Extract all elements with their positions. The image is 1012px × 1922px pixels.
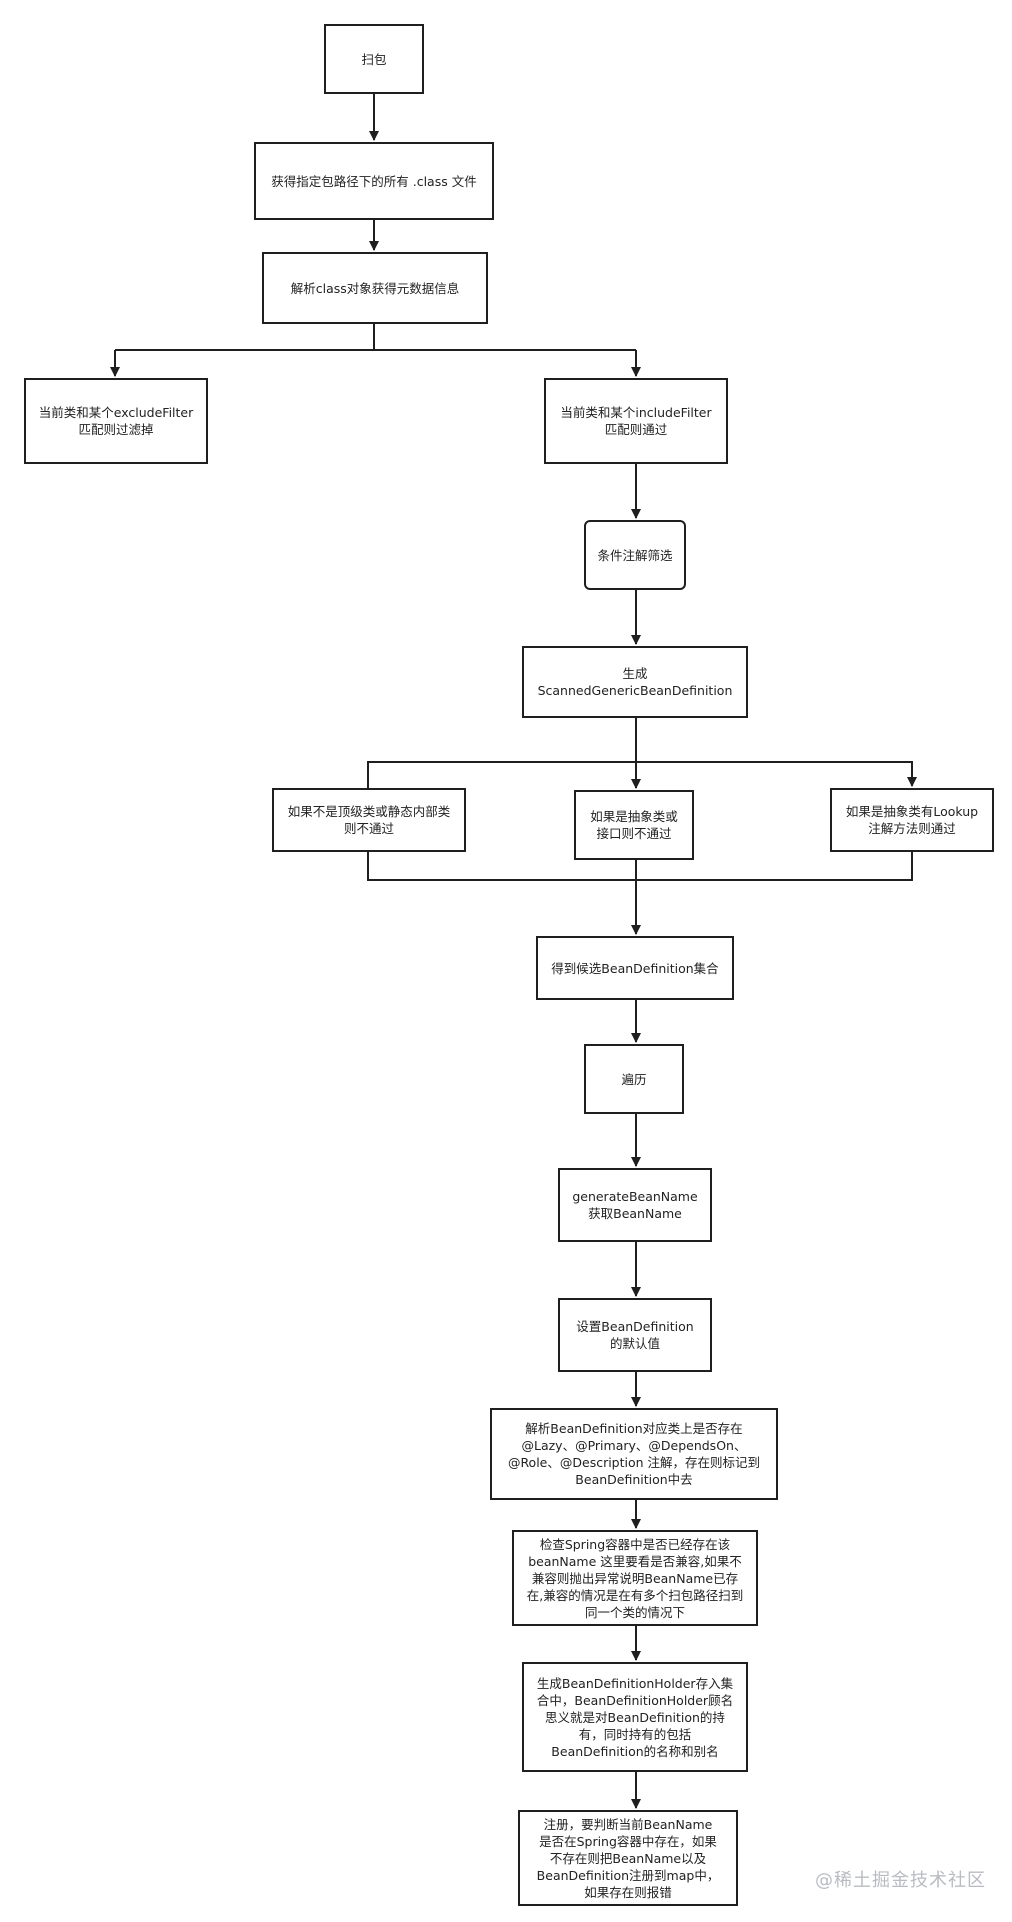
- node-candidate-set: 得到候选BeanDefinition集合: [536, 936, 734, 1000]
- node-parse-metadata: 解析class对象获得元数据信息: [262, 252, 488, 324]
- node-not-top-level: 如果不是顶级类或静态内部类 则不通过: [272, 788, 466, 852]
- node-generate-bean-name: generateBeanName 获取BeanName: [558, 1168, 712, 1242]
- node-abstract-lookup: 如果是抽象类有Lookup 注解方法则通过: [830, 788, 994, 852]
- node-conditional-annotation: 条件注解筛选: [584, 520, 686, 590]
- node-scan: 扫包: [324, 24, 424, 94]
- node-include-filter: 当前类和某个includeFilter 匹配则通过: [544, 378, 728, 464]
- node-iterate: 遍历: [584, 1044, 684, 1114]
- watermark-text: @稀土掘金技术社区: [815, 1870, 986, 1891]
- node-generate-scanned-definition: 生成 ScannedGenericBeanDefinition: [522, 646, 748, 718]
- node-bean-definition-holder: 生成BeanDefinitionHolder存入集 合中，BeanDefinit…: [522, 1662, 748, 1772]
- node-exclude-filter: 当前类和某个excludeFilter 匹配则过滤掉: [24, 378, 208, 464]
- connector-check-bar: [367, 761, 913, 788]
- connector-merge-bar: [367, 852, 913, 881]
- node-get-class-files: 获得指定包路径下的所有 .class 文件: [254, 142, 494, 220]
- node-parse-annotations: 解析BeanDefinition对应类上是否存在 @Lazy、@Primary、…: [490, 1408, 778, 1500]
- node-set-defaults: 设置BeanDefinition 的默认值: [558, 1298, 712, 1372]
- node-abstract-or-interface: 如果是抽象类或 接口则不通过: [574, 790, 694, 860]
- node-register: 注册，要判断当前BeanName 是否在Spring容器中存在，如果 不存在则把…: [518, 1810, 738, 1906]
- node-check-container: 检查Spring容器中是否已经存在该 beanName 这里要看是否兼容,如果不…: [512, 1530, 758, 1626]
